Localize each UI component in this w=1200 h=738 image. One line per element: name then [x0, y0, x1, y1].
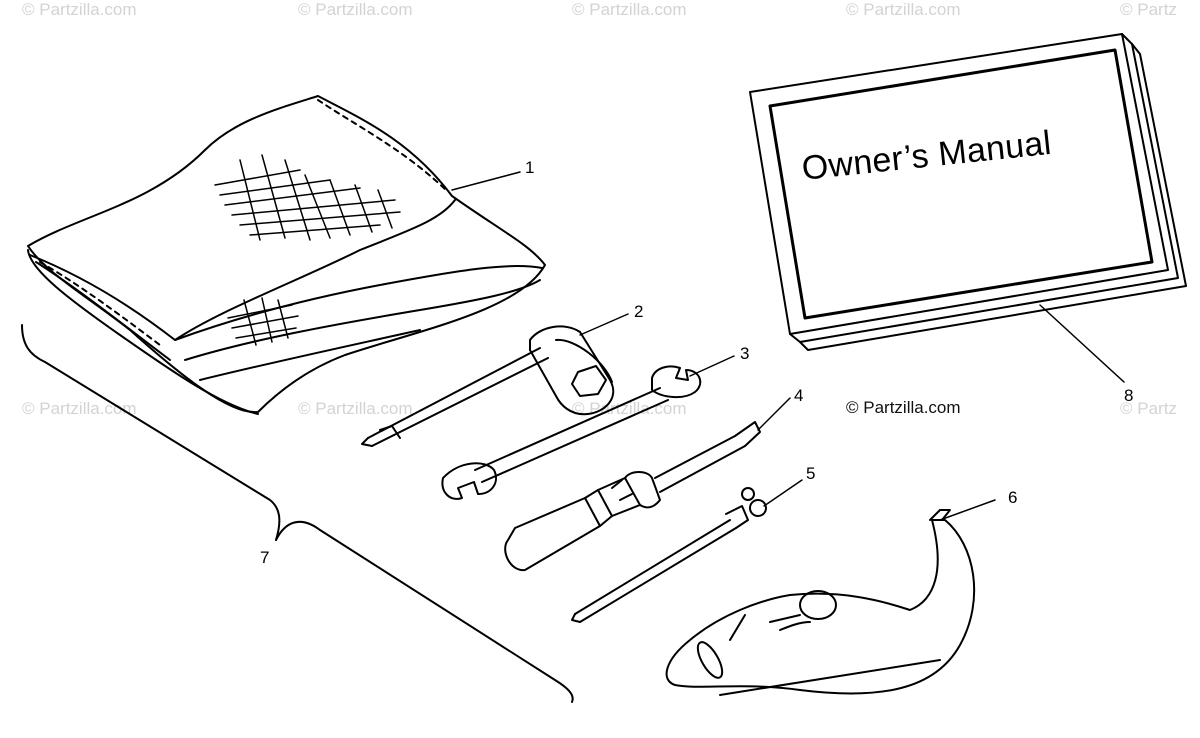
watermark-top-2: © Partzilla.com: [298, 0, 413, 19]
watermark-mid-2: © Partzilla.com: [298, 399, 413, 418]
screwdriver: [504, 421, 761, 572]
watermark-mid-1: © Partzilla.com: [22, 399, 137, 418]
callout-4: 4: [794, 386, 804, 405]
copyright-notice: © Partzilla.com: [846, 398, 961, 417]
hook-spanner: [665, 509, 976, 696]
watermark-mid-4: © Partz: [1120, 399, 1177, 418]
callout-7: 7: [260, 548, 270, 567]
callout-2: 2: [634, 302, 644, 321]
leader-lines: [451, 171, 1125, 521]
callout-5: 5: [806, 464, 816, 483]
watermark-top-4: © Partzilla.com: [846, 0, 961, 19]
callout-3: 3: [740, 344, 750, 363]
callout-6: 6: [1008, 488, 1018, 507]
tool-pouch: [27, 95, 546, 415]
open-end-wrench: [441, 365, 702, 500]
watermark-top-5: © Partz: [1120, 0, 1177, 19]
watermark-top-1: © Partzilla.com: [22, 0, 137, 19]
watermark-top-3: © Partzilla.com: [572, 0, 687, 19]
kit-bracket: [21, 324, 574, 703]
spark-plug-rod: [571, 487, 767, 623]
owners-manual: [749, 33, 1187, 351]
callout-8: 8: [1124, 386, 1134, 405]
socket-wrench: [361, 325, 615, 447]
callout-1: 1: [525, 158, 535, 177]
